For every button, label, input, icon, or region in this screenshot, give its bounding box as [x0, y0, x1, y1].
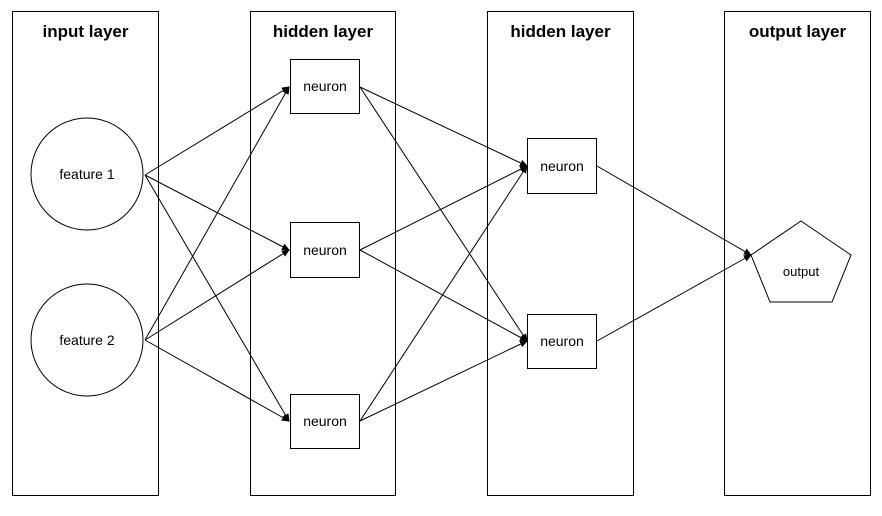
pentagon-shape — [750, 220, 852, 303]
edge-h1b-to-h2b — [359, 249, 528, 342]
edge-feature1-to-h1a — [144, 86, 290, 176]
hidden-2-neuron-1: neuron — [527, 138, 597, 194]
hidden-2-neuron-2: neuron — [527, 314, 597, 369]
edge-feature2-to-h1a — [144, 86, 290, 341]
output-node: output — [750, 220, 852, 303]
edge-h2b-to-out — [596, 254, 752, 342]
edge-h1a-to-h2a — [359, 86, 528, 167]
edge-h1c-to-h2a — [359, 165, 528, 422]
layer-input: input layer — [12, 11, 159, 496]
edge-h1a-to-h2b — [359, 86, 528, 342]
layer-box-output — [724, 11, 871, 496]
circle-shape — [30, 283, 144, 397]
node-label: neuron — [303, 78, 347, 94]
layer-title-hidden-2: hidden layer — [510, 22, 611, 41]
input-node-feature-1: feature 1 — [30, 117, 144, 231]
hidden-1-neuron-1: neuron — [290, 59, 360, 114]
layer-output: output layer — [724, 11, 871, 496]
hidden-1-neuron-2: neuron — [290, 222, 360, 278]
edge-h2a-to-out — [596, 165, 752, 256]
layer-box-hidden-2 — [487, 11, 634, 496]
edge-feature2-to-h1b — [144, 249, 290, 341]
node-label: neuron — [303, 242, 347, 258]
neuron-box — [527, 314, 597, 369]
edge-h1b-to-h2a — [359, 165, 528, 251]
edge-feature1-to-h1c — [144, 174, 290, 422]
node-label: neuron — [303, 413, 347, 429]
node-label: output — [783, 264, 820, 279]
node-label: neuron — [540, 158, 584, 174]
layer-hidden-2: hidden layer — [487, 11, 634, 496]
layer-box-input — [12, 11, 159, 496]
layer-title-hidden-1: hidden layer — [273, 22, 374, 41]
edge-feature2-to-h1c — [144, 339, 290, 422]
neuron-box — [290, 394, 360, 449]
edge-h1c-to-h2b — [359, 340, 528, 422]
layer-hidden-1: hidden layer — [250, 11, 396, 496]
node-label: feature 1 — [59, 166, 114, 182]
layer-box-hidden-1 — [250, 11, 396, 496]
hidden-1-neuron-3: neuron — [290, 394, 360, 449]
neuron-box — [527, 138, 597, 194]
node-label: feature 2 — [59, 332, 114, 348]
layer-title-input: input layer — [43, 22, 129, 41]
connections — [144, 86, 752, 422]
input-node-feature-2: feature 2 — [30, 283, 144, 397]
circle-shape — [30, 117, 144, 231]
neuron-box — [290, 59, 360, 114]
layer-title-output: output layer — [749, 22, 847, 41]
neuron-box — [290, 222, 360, 278]
node-label: neuron — [540, 333, 584, 349]
